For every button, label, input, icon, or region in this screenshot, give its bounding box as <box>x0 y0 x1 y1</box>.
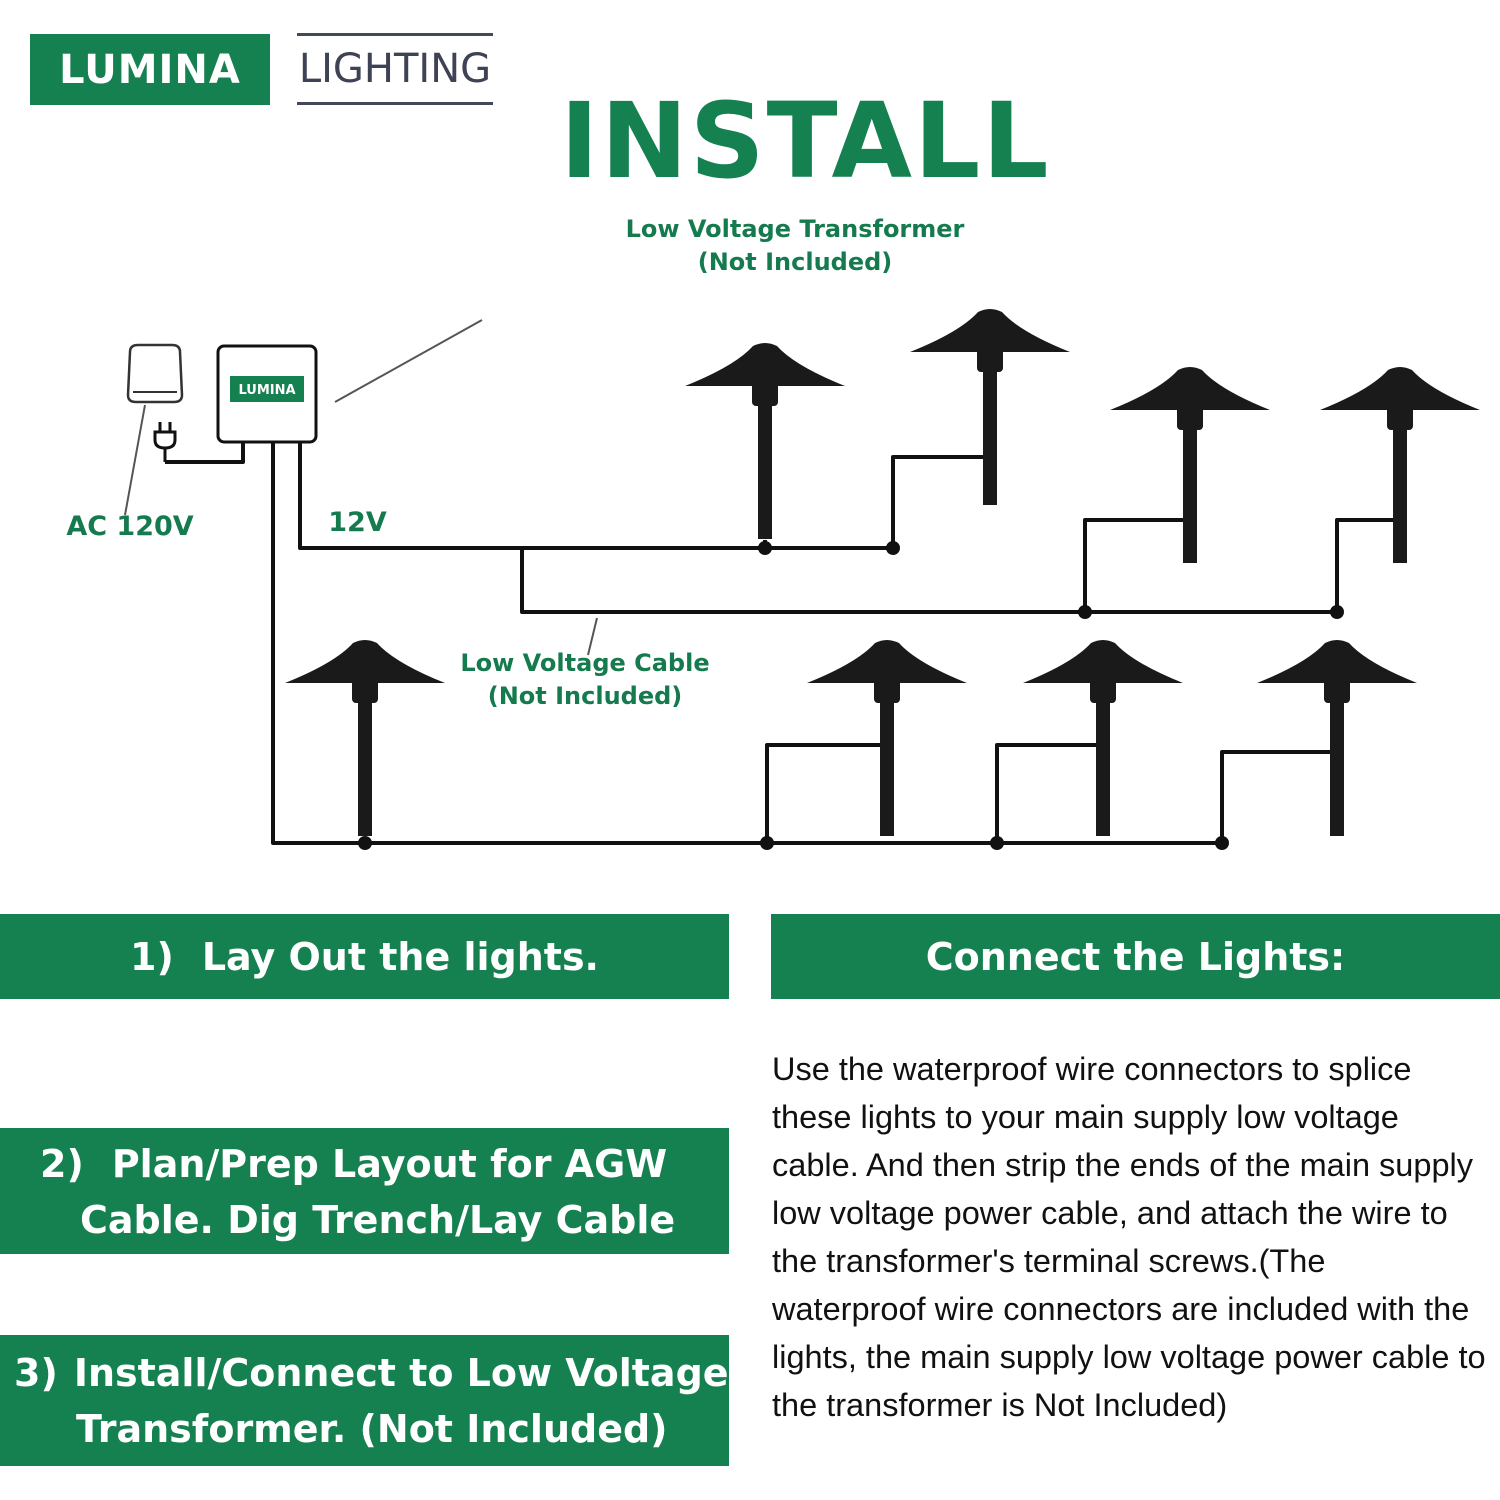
plug-icon <box>153 422 177 462</box>
brand-subtitle: LIGHTING <box>297 33 493 105</box>
transformer-logo-text: LUMINA <box>238 383 295 398</box>
step-2-banner: 2)Plan/Prep Layout for AGW Cable. Dig Tr… <box>0 1128 729 1254</box>
path-light-icon <box>910 309 1070 505</box>
step-1-banner: 1)Lay Out the lights. <box>0 914 729 999</box>
page-title: INSTALL <box>560 80 1051 202</box>
ac-leader-line <box>124 404 146 516</box>
junction-dots <box>358 541 1344 850</box>
wall-outlet-icon <box>126 343 184 404</box>
connect-lights-banner: Connect the Lights: <box>771 914 1500 999</box>
path-light-icon <box>1110 367 1270 563</box>
brand-logo: LUMINA <box>30 34 270 105</box>
path-light-icon <box>1257 640 1417 836</box>
transformer-box-icon: LUMINA <box>216 344 318 444</box>
transformer-leader-line <box>334 319 483 403</box>
path-light-icon <box>1023 640 1183 836</box>
cable-leader-line <box>587 617 598 656</box>
connect-instructions: Use the waterproof wire connectors to sp… <box>772 1051 1486 1423</box>
path-light-icon <box>807 640 967 836</box>
dc-voltage-label: 12V <box>328 507 387 538</box>
transformer-label: Low Voltage Transformer (Not Included) <box>625 215 965 276</box>
cable-wires <box>165 442 1400 845</box>
step-3-banner: 3)Install/Connect to Low Voltage Transfo… <box>0 1335 729 1466</box>
wiring-diagram: LUMINA <box>124 309 1480 850</box>
ac-voltage-label: AC 120V <box>66 511 194 542</box>
path-light-icon <box>285 640 445 836</box>
path-light-icon <box>1320 367 1480 563</box>
path-light-icon <box>685 343 845 539</box>
cable-label: Low Voltage Cable (Not Included) <box>460 649 710 710</box>
